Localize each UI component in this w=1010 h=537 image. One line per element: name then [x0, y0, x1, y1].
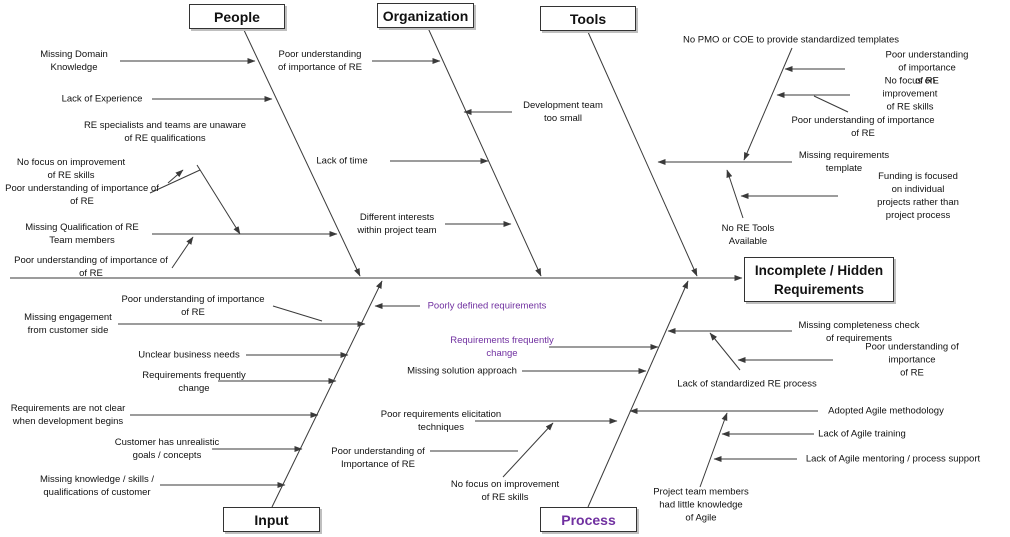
arrow-poor-und-input: [272, 305, 323, 322]
arrow-no-focus-people: [167, 169, 184, 184]
arrow-lack-standardized: [709, 332, 741, 371]
cause-label: Requirements frequently change: [142, 370, 246, 394]
cause-label: Unclear business needs: [138, 349, 240, 361]
cause-label: Poor understanding of importance of of R…: [5, 183, 159, 207]
cause-label: Poor understanding of importance of RE: [865, 341, 959, 379]
cause-label: Requirements frequently change: [450, 335, 554, 359]
category-organization: Organization: [377, 3, 474, 28]
cause-label: Poor requirements elicitation techniques: [380, 409, 502, 433]
category-process: Process: [540, 507, 637, 532]
cause-label: Missing knowledge / skills / qualificati…: [39, 474, 155, 498]
arrow-team-little-knowledge: [699, 412, 728, 488]
arrow-no-pmo: [743, 47, 793, 161]
process-bone: [587, 280, 689, 508]
cause-label: Development team too small: [523, 100, 603, 124]
cause-label: Lack of standardized RE process: [677, 378, 817, 390]
cause-label: Lack of Experience: [61, 93, 143, 105]
cause-label: Poor understanding of importance of RE: [121, 294, 265, 318]
cause-label: Missing engagement from customer side: [24, 312, 112, 336]
category-input: Input: [223, 507, 320, 532]
cause-label: No PMO or COE to provide standardized te…: [683, 34, 899, 46]
people-bone: [242, 27, 361, 277]
arrow-no-re-tools: [726, 169, 744, 219]
arrow-poor-und-tools-2: [813, 95, 849, 113]
cause-label: Poor understanding of importance of RE: [791, 115, 935, 139]
cause-label: Poor understanding of importance of RE: [278, 49, 362, 73]
cause-label: Missing solution approach: [407, 365, 517, 377]
cause-label: Lack of Agile training: [818, 428, 906, 440]
organization-bone: [427, 27, 542, 277]
cause-label: No focus on improvement of RE skills: [882, 75, 938, 113]
arrow-poor-und-people-1: [149, 169, 201, 194]
tools-bone: [587, 31, 698, 277]
arrow-re-unaware: [196, 164, 241, 235]
cause-label: No focus on improvement of RE skills: [16, 157, 126, 181]
effect-box: Incomplete / Hidden Requirements: [744, 257, 894, 302]
cause-label: Poor understanding of importance of RE: [885, 49, 969, 87]
arrow-poor-und-people-2: [171, 236, 194, 269]
category-people: People: [189, 4, 285, 29]
cause-label: No focus on improvement of RE skills: [450, 479, 560, 503]
cause-label: Missing completeness check of requiremen…: [798, 320, 920, 344]
category-tools: Tools: [540, 6, 636, 31]
cause-label: Missing Domain Knowledge: [40, 49, 108, 73]
cause-label: Different interests within project team: [357, 212, 437, 236]
cause-label: Lack of time: [316, 155, 368, 167]
cause-label: Adopted Agile methodology: [828, 405, 944, 417]
cause-label: RE specialists and teams are unaware of …: [83, 120, 247, 144]
cause-label: Lack of Agile mentoring / process suppor…: [805, 453, 981, 465]
input-bone: [271, 280, 383, 508]
arrow-no-focus-process: [502, 422, 554, 478]
cause-label: Poorly defined requirements: [427, 300, 547, 312]
cause-label: Requirements are not clear when developm…: [10, 403, 126, 427]
cause-label: Project team members had little knowledg…: [653, 486, 749, 524]
cause-label: Missing requirements template: [798, 150, 890, 174]
cause-label: Customer has unrealistic goals / concept…: [114, 437, 220, 461]
cause-label: Poor understanding of importance of of R…: [14, 255, 168, 279]
cause-label: Poor understanding of Importance of RE: [331, 446, 425, 470]
cause-label: Funding is focused on individual project…: [877, 171, 959, 221]
cause-label: No RE Tools Available: [721, 223, 775, 247]
cause-label: Missing Qualification of RE Team members: [25, 222, 139, 246]
